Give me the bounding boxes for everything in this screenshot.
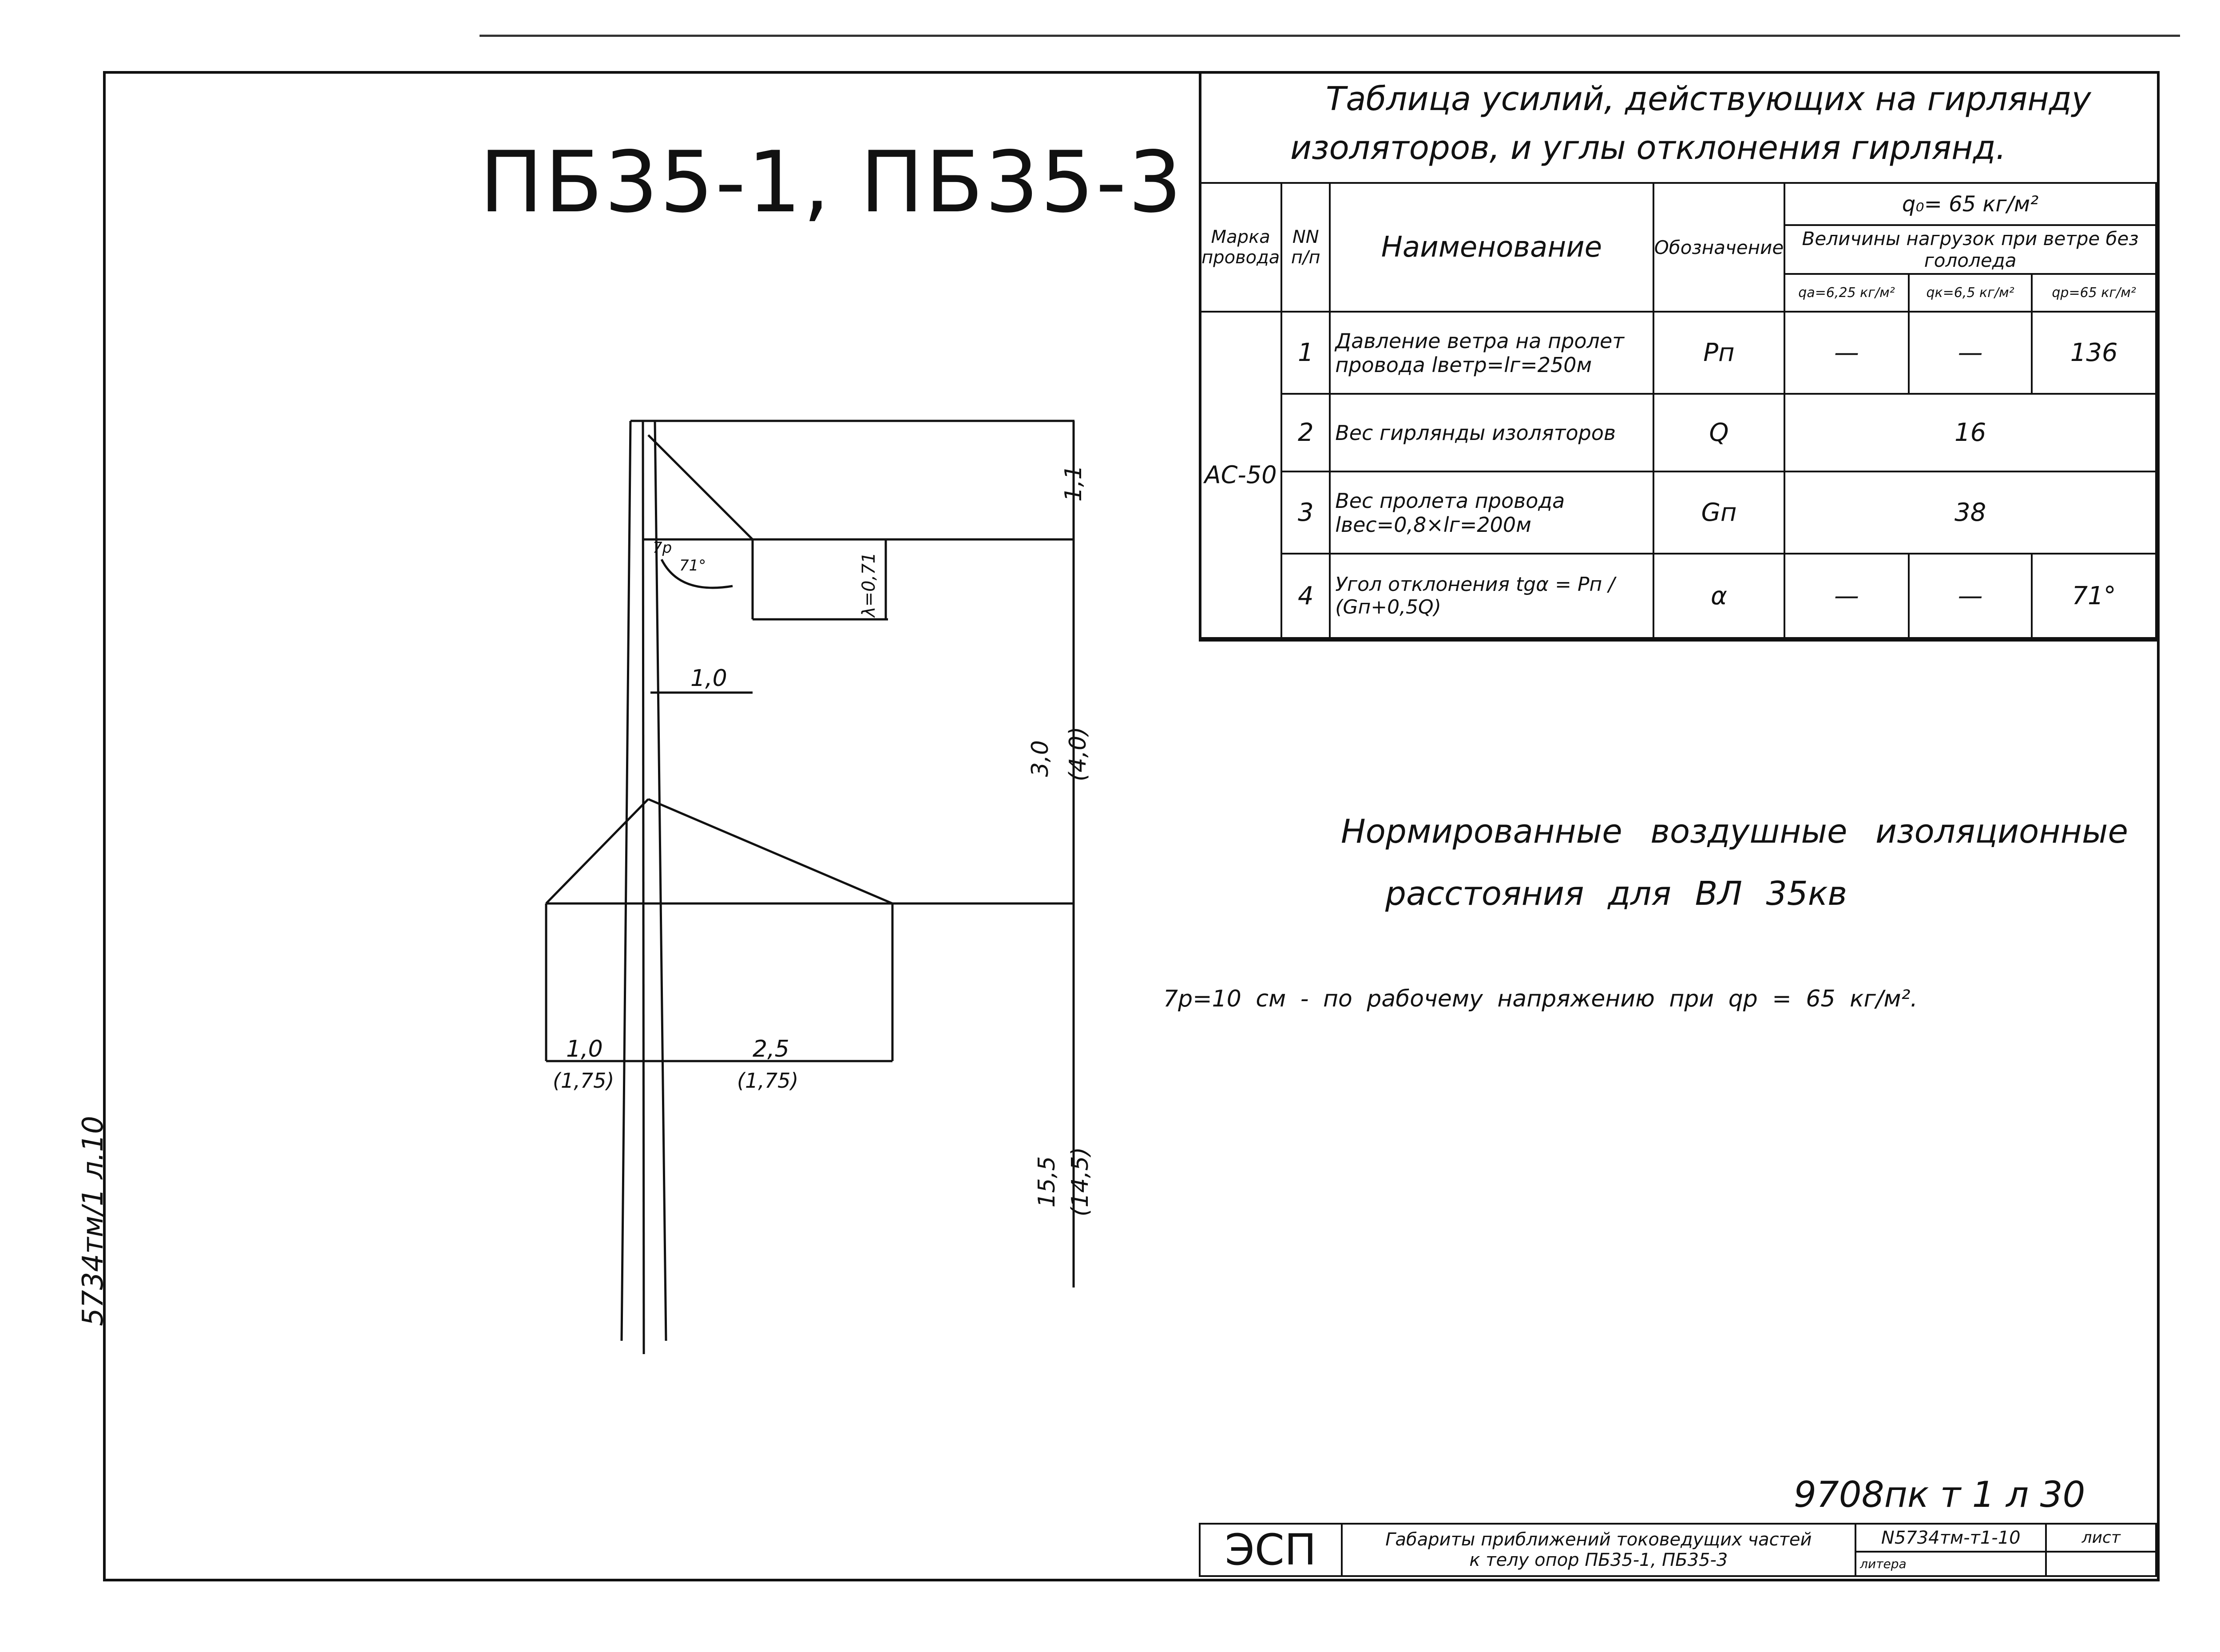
handwritten-number: 9708пк т 1 л 30 bbox=[1794, 1474, 2085, 1515]
doc-number: N5734тм-т1-10 bbox=[1855, 1522, 2047, 1553]
footnote: 7р=10 см - по рабочему напряжению при qр… bbox=[1163, 986, 1918, 1012]
row-symbol: Pп bbox=[1652, 311, 1786, 395]
dim-crossarm-offset: 1,0 bbox=[690, 665, 727, 692]
tower-centerline bbox=[642, 420, 645, 1355]
dim-lower-left: 1,0 bbox=[566, 1036, 603, 1062]
row-merged-value: 16 bbox=[1784, 393, 2157, 472]
forces-table-title-2: изоляторов, и углы отклонения гирлянд. bbox=[1290, 129, 2006, 167]
header-qk: qк=6,5 кг/м² bbox=[1907, 273, 2033, 313]
litera-label: литера bbox=[1855, 1551, 2047, 1577]
dim-bottom-vertical: 15,5 bbox=[1034, 1156, 1060, 1208]
row-value-a: — bbox=[1784, 311, 1910, 395]
drawing-frame bbox=[103, 71, 2160, 1581]
header-loads: Величины нагрузок при ветре без гололеда bbox=[1784, 224, 2157, 275]
row-name: Угол отклонения tgα = Pп / (Gп+0,5Q) bbox=[1329, 553, 1654, 639]
dim-lower-right-alt: (1,75) bbox=[737, 1069, 798, 1093]
description-line-1: Габариты приближений токоведущих частей bbox=[1385, 1529, 1812, 1550]
row-value-a: — bbox=[1784, 553, 1910, 639]
sheet-label: лист bbox=[2045, 1522, 2157, 1553]
dim-lower-right: 2,5 bbox=[753, 1036, 789, 1062]
header-number: NN п/п bbox=[1280, 182, 1331, 313]
row-name: Вес гирлянды изоляторов bbox=[1329, 393, 1654, 472]
side-stamp: 5734тм/1 л.10 bbox=[77, 1116, 110, 1326]
row-value-b: — bbox=[1907, 311, 2033, 395]
table-row: 3 Вес пролета провода lвес=0,8×lг=200м G… bbox=[1200, 471, 2157, 555]
table-row: 4 Угол отклонения tgα = Pп / (Gп+0,5Q) α… bbox=[1200, 553, 2157, 639]
header-qp: qр=65 кг/м² bbox=[2031, 273, 2157, 313]
row-number: 4 bbox=[1280, 553, 1331, 639]
dim-middle-vertical-alt: (4,0) bbox=[1065, 727, 1091, 781]
row-name: Вес пролета провода lвес=0,8×lг=200м bbox=[1329, 471, 1654, 555]
row-value-c: 71° bbox=[2031, 553, 2157, 639]
dim-top-vertical: 1,1 bbox=[1060, 465, 1087, 502]
subtitle-line-2: расстояния для ВЛ 35кв bbox=[1385, 875, 1847, 913]
header-designation: Обозначение bbox=[1652, 182, 1786, 313]
row-number: 3 bbox=[1280, 471, 1331, 555]
header-wire-brand: Марка провода bbox=[1198, 182, 1283, 313]
forces-table-title-1: Таблица усилий, действующих на гирлянду bbox=[1326, 80, 2091, 118]
tower-diagram: 1,1 λ=0,71 71° 7р 1,0 3,0 (4,0) 1,0 (1,7… bbox=[545, 420, 1094, 1355]
dim-middle-vertical: 3,0 bbox=[1027, 740, 1054, 777]
row-number: 2 bbox=[1280, 393, 1331, 472]
description-line-2: к телу опор ПБ35-1, ПБ35-3 bbox=[1469, 1550, 1728, 1570]
org-label: ЭСП bbox=[1199, 1523, 1343, 1577]
header-q0: q₀= 65 кг/м² bbox=[1784, 182, 2157, 226]
row-merged-value: 38 bbox=[1784, 471, 2157, 555]
header-qa: qа=6,25 кг/м² bbox=[1784, 273, 1910, 313]
sheet-number-cell bbox=[2045, 1551, 2157, 1577]
dim-lambda: λ=0,71 bbox=[859, 552, 879, 618]
tower-right-edge bbox=[654, 420, 667, 1341]
title-block: ЭСП Габариты приближений токоведущих час… bbox=[1199, 1522, 2157, 1577]
forces-table: Марка провода NN п/п Наименование Обозна… bbox=[1198, 182, 2157, 639]
subtitle-line-1: Нормированные воздушные изоляционные bbox=[1341, 812, 2129, 851]
header-name: Наименование bbox=[1329, 182, 1654, 313]
row-value-c: 136 bbox=[2031, 311, 2157, 395]
table-row: АС-50 1 Давление ветра на пролет провода… bbox=[1198, 311, 2157, 639]
top-border-line bbox=[480, 35, 2180, 37]
wire-brand-value: АС-50 bbox=[1198, 311, 1283, 639]
dim-angle: 71° bbox=[679, 557, 706, 574]
table-row: 2 Вес гирлянды изоляторов Q 16 bbox=[1200, 393, 2157, 472]
row-value-b: — bbox=[1907, 553, 2033, 639]
row-number: 1 bbox=[1280, 311, 1331, 395]
row-symbol: Gп bbox=[1652, 471, 1786, 555]
dim-bottom-vertical-alt: (14,5) bbox=[1067, 1147, 1094, 1216]
row-symbol: Q bbox=[1652, 393, 1786, 472]
tower-left-edge bbox=[620, 420, 632, 1341]
forces-table-block: Таблица усилий, действующих на гирлянду … bbox=[1198, 71, 2157, 642]
drawing-title: ПБ35-1, ПБ35-3 bbox=[480, 133, 1184, 231]
dim-lower-left-alt: (1,75) bbox=[553, 1069, 614, 1093]
row-symbol: α bbox=[1652, 553, 1786, 639]
row-name: Давление ветра на пролет провода lветр=l… bbox=[1329, 311, 1654, 395]
dim-gap: 7р bbox=[653, 539, 672, 557]
